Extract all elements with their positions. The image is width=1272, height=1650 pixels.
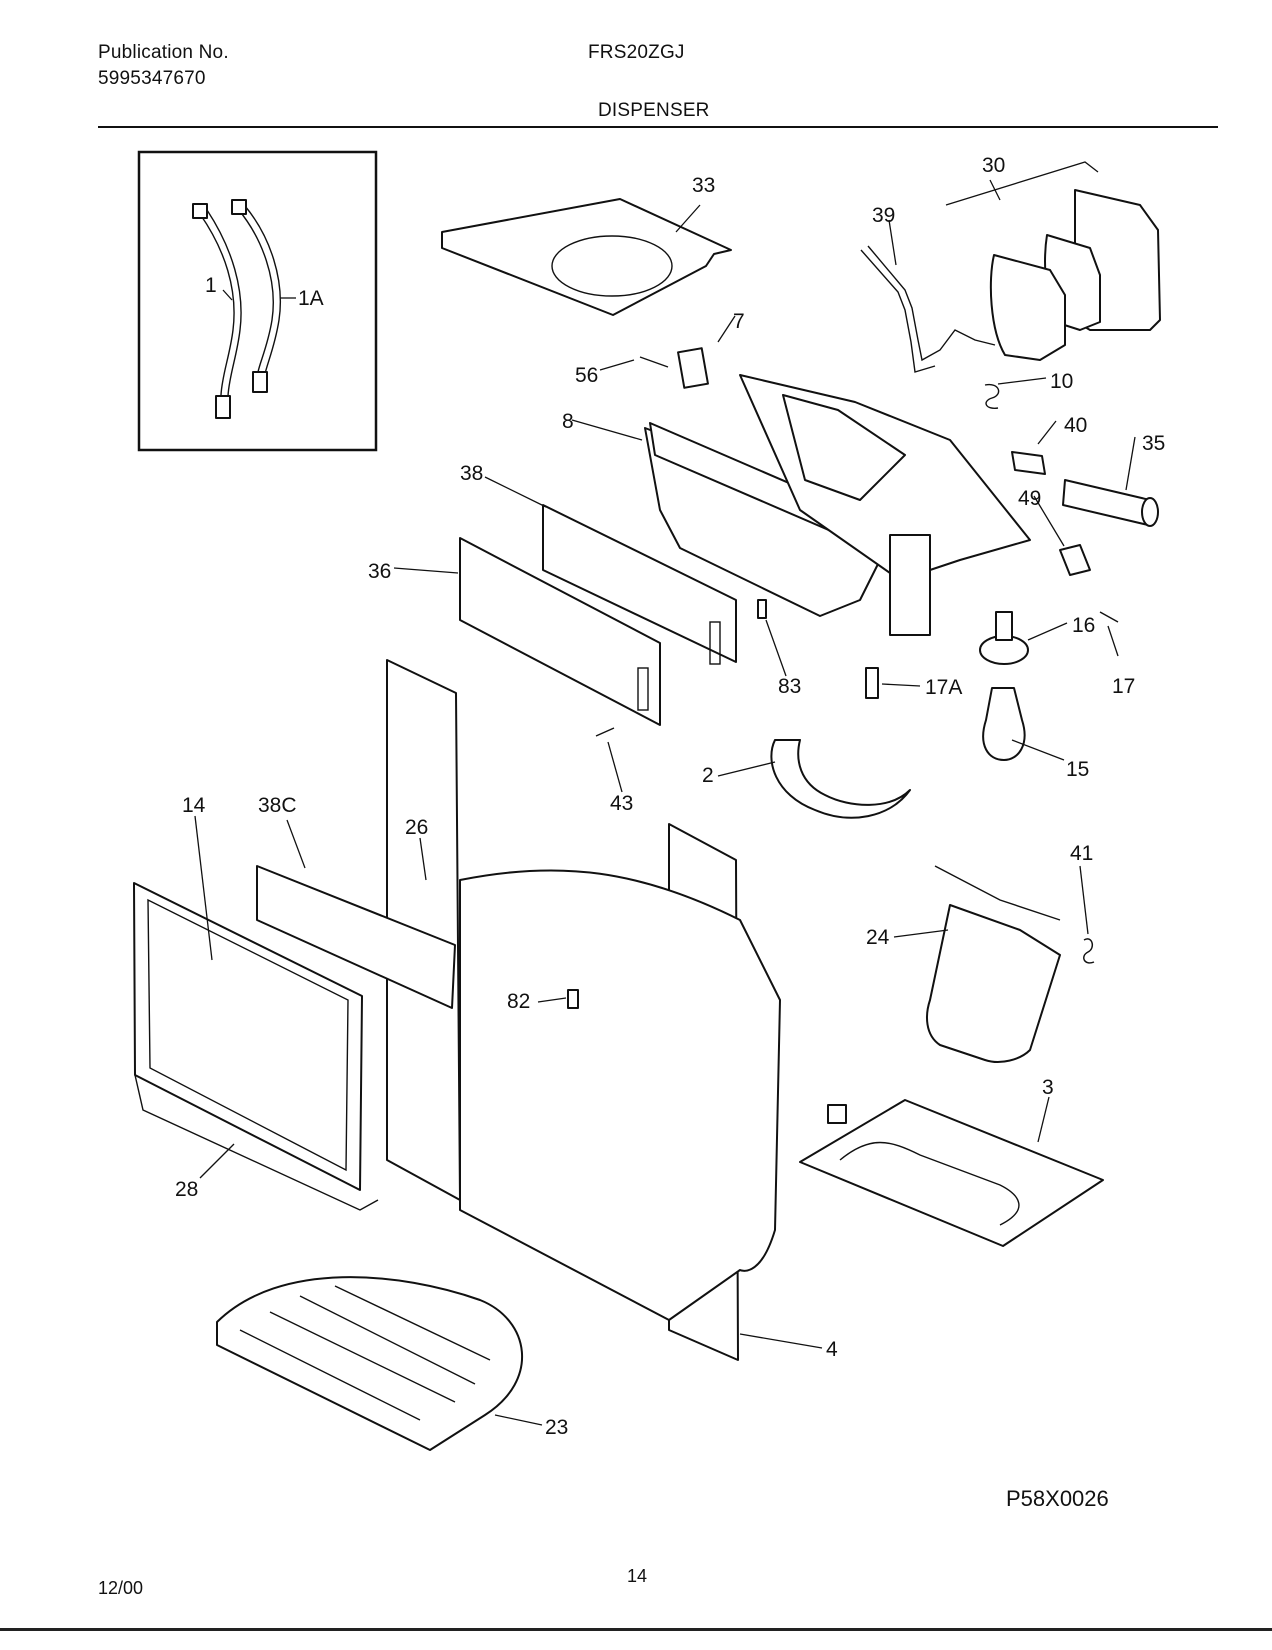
model-number: FRS20ZGJ [588, 42, 685, 63]
header-rule [98, 126, 1218, 128]
part-33-top-plate [441, 198, 732, 316]
part-30-dispenser-housing [989, 189, 1161, 361]
callout-15: 15 [1066, 758, 1089, 781]
callout-40: 40 [1064, 414, 1087, 437]
callout-16: 16 [1072, 614, 1095, 637]
part-24-actuator-paddle [926, 865, 1061, 1063]
callout-35: 35 [1142, 432, 1165, 455]
callout-labels: 1 1A 33 30 39 7 56 10 8 40 35 38 49 36 1… [175, 154, 1165, 1439]
part-49-switch [1059, 544, 1091, 576]
part-10-spring [984, 383, 1000, 409]
part-40-switch [1011, 451, 1046, 475]
callout-4: 4 [826, 1338, 838, 1361]
part-17A-screw [865, 667, 879, 699]
part-15-bulb [982, 687, 1026, 761]
leader-lines [194, 161, 1136, 1426]
part-23-drip-tray [216, 1276, 523, 1451]
callout-39: 39 [872, 204, 895, 227]
callout-3: 3 [1042, 1076, 1054, 1099]
callout-23: 23 [545, 1416, 568, 1439]
callout-30: 30 [982, 154, 1005, 177]
diagram-code: P58X0026 [1006, 1486, 1109, 1511]
callout-41: 41 [1070, 842, 1093, 865]
callout-83: 83 [778, 675, 801, 698]
callout-36: 36 [368, 560, 391, 583]
callout-17: 17 [1112, 675, 1135, 698]
callout-28: 28 [175, 1178, 198, 1201]
callout-38: 38 [460, 462, 483, 485]
callout-1: 1 [205, 274, 217, 297]
part-16-motor-cap [979, 611, 1029, 665]
part-3-heater-plate [799, 1099, 1104, 1247]
part-83-clip [757, 599, 767, 619]
dispenser-cabinet [459, 869, 781, 1321]
callout-82: 82 [507, 990, 530, 1013]
callout-14: 14 [182, 794, 206, 817]
callout-17A: 17A [925, 676, 962, 699]
page-number: 14 [627, 1566, 648, 1586]
publication-label: Publication No. [98, 42, 229, 63]
callout-43: 43 [610, 792, 633, 815]
part-7-bracket [677, 347, 709, 389]
callout-56: 56 [575, 364, 598, 387]
part-35-solenoid [1062, 479, 1159, 527]
part-56-screw [639, 356, 669, 368]
part-43-screw [595, 727, 615, 737]
callout-38C: 38C [258, 794, 297, 817]
part-28-frame-lip [134, 1074, 379, 1211]
part-2-collar [770, 739, 911, 819]
part-14-display-frame [133, 882, 363, 1191]
section-title: DISPENSER [598, 100, 710, 121]
part-36-front-panel [459, 537, 661, 726]
footer-date: 12/00 [98, 1578, 144, 1598]
callout-8: 8 [562, 410, 574, 433]
callout-7: 7 [733, 310, 745, 333]
part-8-frame-and-chute [644, 374, 1031, 636]
callout-1A: 1A [298, 287, 324, 310]
callout-24: 24 [866, 926, 890, 949]
callout-49: 49 [1018, 487, 1041, 510]
callout-2: 2 [702, 764, 714, 787]
part-39-actuator-rod [867, 245, 996, 362]
part-82-screw [567, 989, 579, 1009]
part-38-control-board [542, 504, 737, 663]
publication-number: 5995347670 [98, 68, 206, 89]
part-17-screw [1099, 611, 1119, 623]
part-41-spring [1083, 938, 1095, 964]
inset-box [137, 150, 378, 452]
callout-26: 26 [405, 816, 428, 839]
footer-rule [0, 1628, 1272, 1631]
callout-33: 33 [692, 174, 715, 197]
part-38C-control-board [256, 865, 456, 1009]
callout-10: 10 [1050, 370, 1073, 393]
